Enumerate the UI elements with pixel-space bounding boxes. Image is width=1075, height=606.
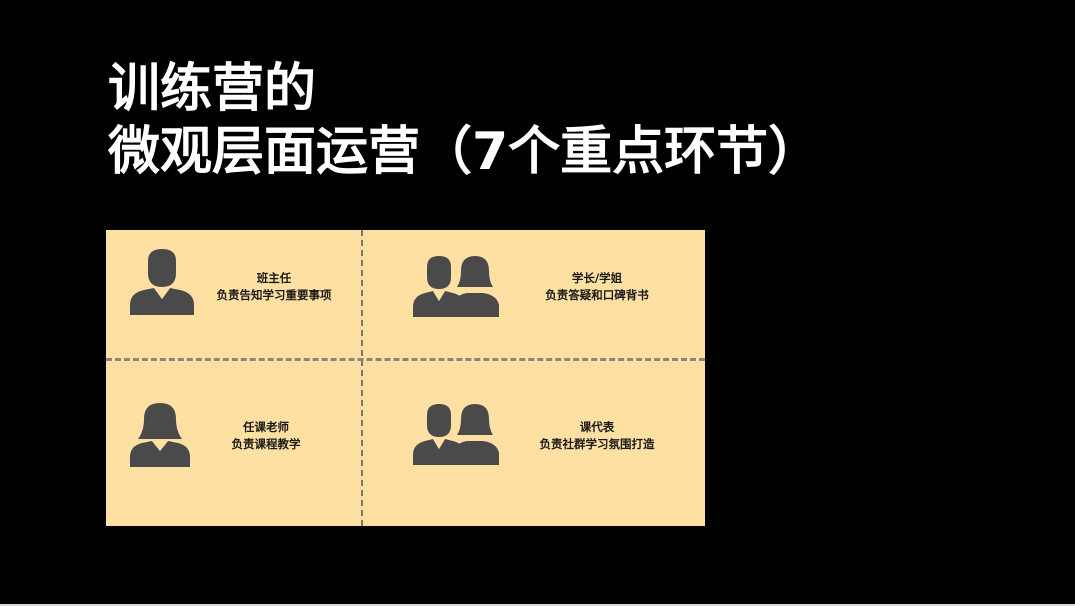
role-label-senior-students: 学长/学姐 负责答疑和口碑背书 xyxy=(505,270,689,304)
female-person-icon xyxy=(130,403,190,467)
role-cell-head-teacher: 班主任 负责告知学习重要事项 xyxy=(106,230,361,358)
slide-title-line-1: 训练营的 xyxy=(108,59,317,119)
horizontal-divider xyxy=(106,358,705,361)
bottom-border xyxy=(0,604,1075,606)
role-cell-course-teacher: 任课老师 负责课程教学 xyxy=(106,361,361,526)
role-duty: 负责社群学习氛围打造 xyxy=(539,437,655,451)
role-title: 课代表 xyxy=(579,420,615,434)
couple-icon xyxy=(413,256,499,317)
male-person-icon xyxy=(130,249,194,315)
role-duty: 负责告知学习重要事项 xyxy=(216,288,332,302)
role-label-course-teacher: 任课老师 负责课程教学 xyxy=(196,419,336,453)
role-duty: 负责课程教学 xyxy=(231,437,301,451)
role-cell-senior-students: 学长/学姐 负责答疑和口碑背书 xyxy=(363,230,705,358)
slide-title: 训练营的 微观层面运营（7个重点环节） xyxy=(108,58,820,184)
vertical-divider xyxy=(361,230,363,526)
role-title: 班主任 xyxy=(256,271,292,285)
role-label-class-representative: 课代表 负责社群学习氛围打造 xyxy=(505,419,689,453)
role-label-head-teacher: 班主任 负责告知学习重要事项 xyxy=(194,270,354,304)
role-title: 任课老师 xyxy=(243,420,289,434)
role-cell-class-representative: 课代表 负责社群学习氛围打造 xyxy=(363,361,705,526)
role-title: 学长/学姐 xyxy=(571,271,623,285)
roles-panel: 班主任 负责告知学习重要事项 学长/学姐 负责答疑和口碑背书 任课老师 负责课程 xyxy=(106,230,705,526)
couple-icon xyxy=(413,404,499,465)
role-duty: 负责答疑和口碑背书 xyxy=(545,288,649,302)
slide-title-line-2: 微观层面运营（7个重点环节） xyxy=(108,122,821,182)
